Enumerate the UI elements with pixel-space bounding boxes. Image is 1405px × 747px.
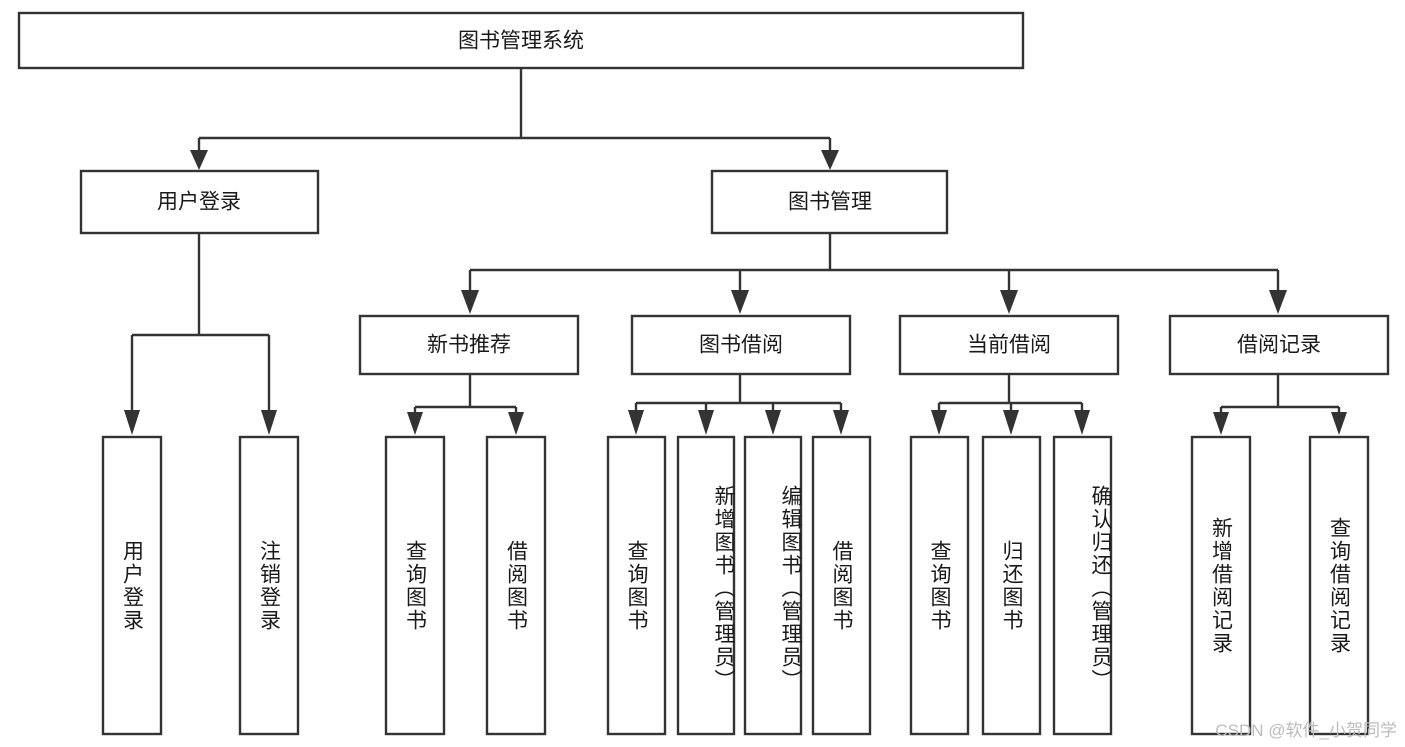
leaf-return-book-label: 归还图书 bbox=[1000, 539, 1023, 632]
horizontal-label-group: 图书管理系统 用户登录 图书管理 新书推荐 图书借阅 当前借阅 借阅记录 bbox=[157, 30, 1321, 357]
leaf-user-login-label: 用户登录 bbox=[120, 539, 144, 632]
node-current-borrow-box[interactable] bbox=[898, 314, 1120, 376]
node-new-book-rec-label: 新书推荐 bbox=[427, 334, 511, 357]
arrowhead-leaf-return-book bbox=[1003, 410, 1019, 435]
arrowhead-leaf-add-record bbox=[1213, 412, 1229, 435]
arrowhead-leaf-query-book-borrow bbox=[628, 410, 644, 435]
arrowhead-current-borrow bbox=[1000, 290, 1018, 314]
arrowhead-new-book-rec bbox=[461, 290, 479, 314]
node-root-box[interactable] bbox=[17, 11, 1025, 70]
node-book-manage-label: 图书管理 bbox=[788, 191, 872, 214]
node-user-login-box[interactable] bbox=[79, 169, 320, 235]
leaf-add-book-box[interactable] bbox=[676, 435, 736, 736]
leaf-user-login-box[interactable] bbox=[101, 435, 163, 736]
leaf-query-record-box[interactable] bbox=[1308, 435, 1370, 736]
leaf-borrow-book-label: 借阅图书 bbox=[830, 539, 853, 632]
node-book-manage-box[interactable] bbox=[710, 169, 949, 235]
arrowhead-leaf-borrow-book bbox=[833, 410, 849, 435]
arrowhead-leaf-confirm-return bbox=[1074, 410, 1090, 435]
leaf-edit-book-box[interactable] bbox=[743, 435, 803, 736]
leaf-borrow-book-box[interactable] bbox=[811, 435, 872, 736]
leaf-borrow-book-rec-box[interactable] bbox=[485, 435, 547, 736]
node-box-group bbox=[17, 11, 1390, 736]
leaf-logout-label: 注销登录 bbox=[257, 539, 281, 632]
leaf-query-record-label: 查询借阅记录 bbox=[1327, 516, 1351, 655]
arrowhead-borrow-record bbox=[1269, 290, 1287, 314]
node-book-borrow-label: 图书借阅 bbox=[699, 334, 783, 357]
leaf-query-book-current-label: 查询图书 bbox=[928, 539, 951, 632]
leaf-add-record-box[interactable] bbox=[1190, 435, 1252, 736]
arrowhead-leaf-logout bbox=[261, 410, 277, 435]
csdn-watermark: CSDN @软件_小贺同学 bbox=[1215, 721, 1397, 740]
node-borrow-record-label: 借阅记录 bbox=[1237, 334, 1321, 357]
arrowhead-user-login bbox=[190, 150, 208, 170]
leaf-logout-box[interactable] bbox=[238, 435, 300, 736]
node-new-book-rec-box[interactable] bbox=[358, 314, 580, 376]
node-user-login-label: 用户登录 bbox=[157, 191, 241, 214]
leaf-query-book-borrow-box[interactable] bbox=[606, 435, 667, 736]
leaf-query-book-rec-label: 查询图书 bbox=[403, 539, 427, 632]
leaf-borrow-book-rec-label: 借阅图书 bbox=[504, 539, 528, 632]
leaf-return-book-box[interactable] bbox=[981, 435, 1042, 736]
arrowhead-leaf-borrow-book-rec bbox=[508, 412, 524, 435]
leaf-add-book-label: 新增图书（管理员） bbox=[712, 485, 735, 692]
arrowhead-leaf-query-record bbox=[1331, 412, 1347, 435]
arrowhead-leaf-user-login bbox=[124, 410, 140, 435]
leaf-query-book-borrow-label: 查询图书 bbox=[625, 539, 648, 632]
arrowhead-leaf-query-book-rec bbox=[407, 412, 423, 435]
leaf-confirm-return-box[interactable] bbox=[1052, 435, 1113, 736]
leaf-query-book-rec-box[interactable] bbox=[384, 435, 446, 736]
node-borrow-record-box[interactable] bbox=[1168, 314, 1390, 376]
connector-group bbox=[124, 68, 1347, 435]
leaf-edit-book-label: 编辑图书（管理员） bbox=[779, 485, 802, 692]
leaf-query-book-current-box[interactable] bbox=[909, 435, 970, 736]
arrowhead-leaf-add-book bbox=[698, 410, 714, 435]
node-current-borrow-label: 当前借阅 bbox=[967, 334, 1051, 357]
leaf-add-record-label: 新增借阅记录 bbox=[1209, 516, 1233, 655]
arrowhead-book-manage bbox=[821, 150, 839, 170]
arrowhead-book-borrow bbox=[731, 290, 749, 314]
node-book-borrow-box[interactable] bbox=[630, 314, 852, 376]
leaf-confirm-return-label: 确认归还（管理员） bbox=[1089, 485, 1112, 692]
node-root-label: 图书管理系统 bbox=[458, 30, 584, 53]
arrowhead-leaf-query-book-current bbox=[931, 410, 947, 435]
arrowhead-leaf-edit-book bbox=[765, 410, 781, 435]
